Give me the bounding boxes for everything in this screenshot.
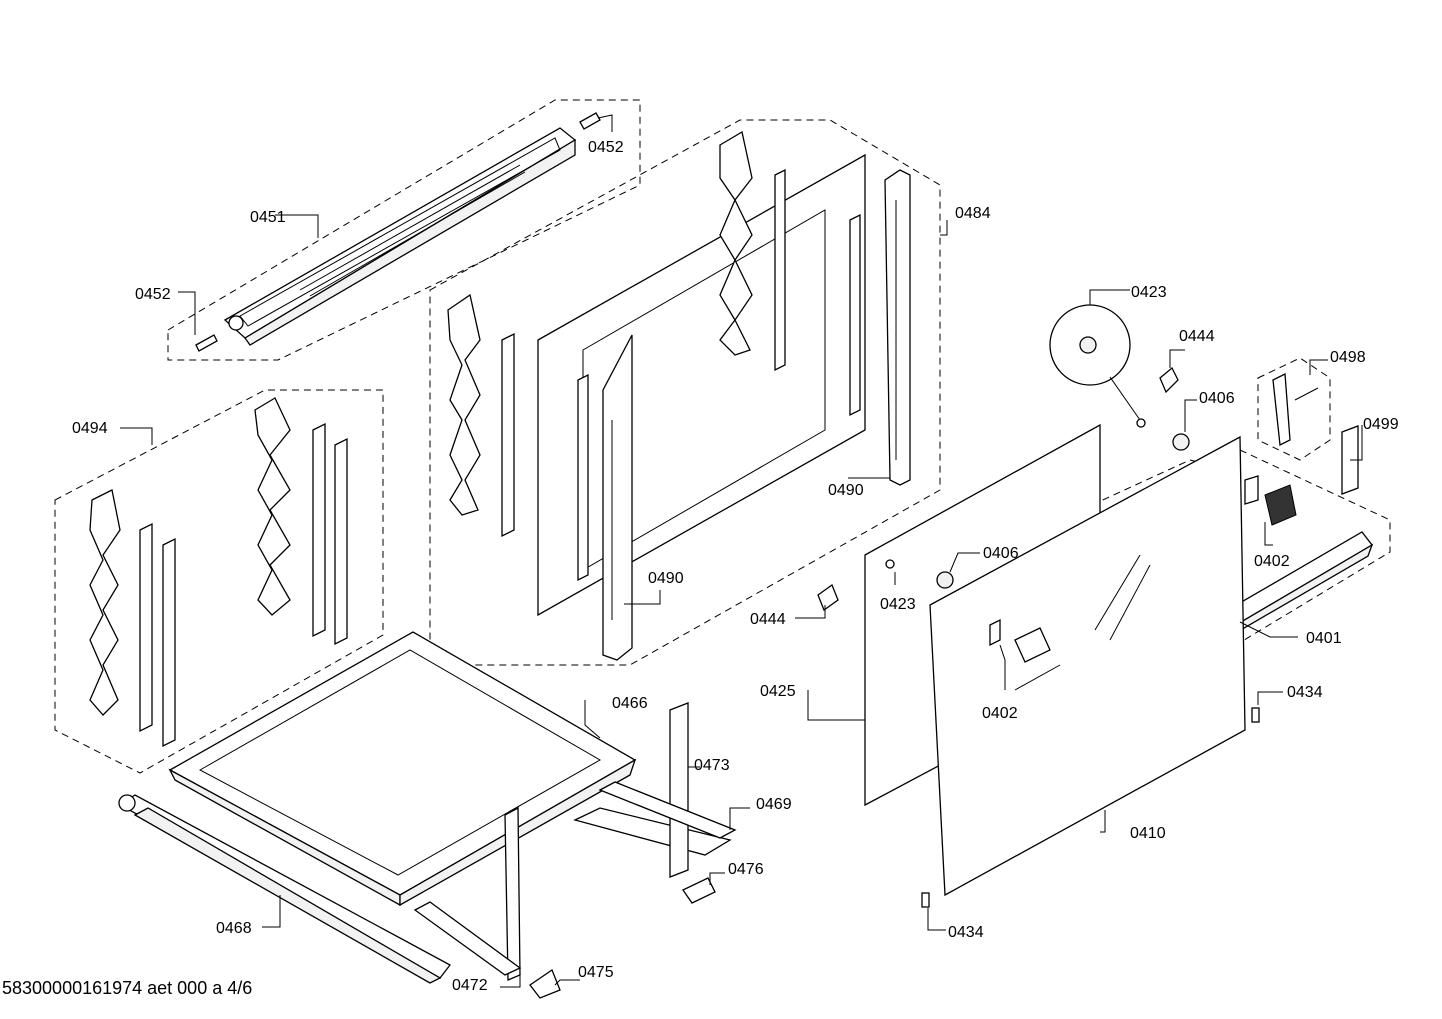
part-0494-shelf-rack-left (89, 489, 176, 748)
part-0434-buffer-right (1251, 707, 1260, 723)
callout-0406-upper: 0406 (1199, 390, 1235, 407)
callout-0499: 0499 (1363, 416, 1399, 433)
part-0473-bracket (598, 702, 737, 878)
part-0402-handle-bracket-right (1244, 475, 1297, 526)
part-0451-top-trim (223, 127, 577, 346)
part-0423-detail-circle (1049, 304, 1146, 428)
part-0490-rail-back (884, 169, 911, 486)
part-0402-handle-bracket-left (989, 618, 1051, 663)
callout-0401: 0401 (1306, 630, 1342, 647)
part-0444-clip-lower (817, 583, 839, 612)
part-0423-screw (885, 559, 895, 569)
callout-0423-upper: 0423 (1131, 284, 1167, 301)
callout-0425: 0425 (760, 683, 796, 700)
part-0444-clip-upper (1159, 366, 1179, 394)
callout-0452-upper: 0452 (588, 139, 624, 156)
part-0469-runner (573, 807, 732, 856)
part-0406-spacer-upper (1172, 433, 1190, 451)
callout-0451: 0451 (250, 209, 286, 226)
callout-0490-front: 0490 (648, 570, 684, 587)
part-0498-hinge (1272, 372, 1319, 446)
part-0476-clip (682, 877, 716, 904)
callout-0468: 0468 (216, 920, 252, 937)
part-0475-clip (529, 969, 561, 999)
callout-0475: 0475 (578, 964, 614, 981)
callout-0410: 0410 (1130, 825, 1166, 842)
group-outline-0402 (949, 459, 1241, 641)
part-0406-spacer-lower (936, 571, 954, 589)
drawing-number: 58300000161974 aet 000 a 4/6 (2, 978, 253, 998)
callout-0466: 0466 (612, 695, 648, 712)
part-0468-telescopic-rail (118, 794, 451, 984)
part-0434-buffer-left (921, 892, 930, 908)
group-outline-0401 (1059, 449, 1391, 731)
callout-0476: 0476 (728, 861, 764, 878)
callout-0490-back: 0490 (828, 482, 864, 499)
part-0484-shelf-rack-right (577, 130, 861, 582)
callout-0472: 0472 (452, 977, 488, 994)
callout-0423-lower: 0423 (880, 596, 916, 613)
leader-lines (120, 114, 1363, 988)
callout-0402-left: 0402 (982, 705, 1018, 722)
part-0452-pin-lower (195, 334, 218, 352)
callout-0444-lower: 0444 (750, 611, 786, 628)
part-0472-bracket (413, 806, 522, 981)
part-0494-shelf-rack-right (254, 397, 348, 646)
group-outline-0494 (54, 389, 384, 774)
group-outline-0498 (1257, 357, 1331, 461)
callout-0452-lower: 0452 (135, 286, 171, 303)
callout-0434-left: 0434 (948, 924, 984, 941)
callout-0494: 0494 (72, 420, 108, 437)
callout-0402-right: 0402 (1254, 553, 1290, 570)
callout-0469: 0469 (756, 796, 792, 813)
part-0452-pin-upper (579, 112, 601, 130)
group-outline-0451 (167, 99, 641, 361)
callout-0406-lower: 0406 (983, 545, 1019, 562)
callout-0473: 0473 (694, 757, 730, 774)
callout-0498: 0498 (1330, 349, 1366, 366)
part-0490-rail-front (602, 334, 633, 661)
callout-0484: 0484 (955, 205, 991, 222)
part-0410-outer-glass (929, 435, 1246, 897)
callout-0434-right: 0434 (1287, 684, 1323, 701)
callout-0444-upper: 0444 (1179, 328, 1215, 345)
part-0484-shelf-rack-left (447, 293, 515, 538)
